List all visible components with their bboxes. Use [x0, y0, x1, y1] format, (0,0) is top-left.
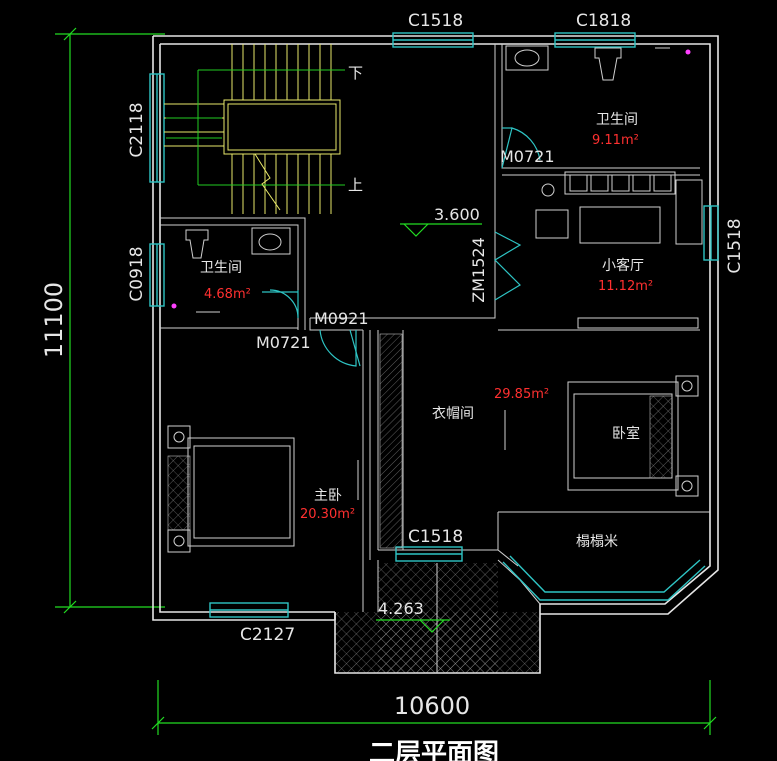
dimension-height: [55, 27, 165, 614]
door-bath-right: [501, 127, 541, 169]
room-master-area: 20.30m²: [300, 507, 355, 522]
room-bath-top-name: 卫生间: [596, 112, 638, 128]
window-right: [703, 205, 719, 261]
room-living-name: 小客厅: [602, 257, 644, 274]
bedroom-furniture: [567, 375, 699, 497]
window-label-bottom-mid: C1518: [408, 527, 463, 547]
sofa-cushion: [632, 174, 651, 192]
window-top-mid: [392, 32, 474, 48]
window-left-lower: [149, 243, 165, 307]
door-sliding: [494, 231, 522, 301]
stairs-down-label: 下: [348, 64, 363, 82]
window-label-bottom-left: C2127: [240, 625, 295, 645]
room-bedroom-name: 卧室: [612, 425, 640, 442]
window-label-top-mid: C1518: [408, 11, 463, 31]
terrace: [334, 563, 541, 674]
stairs: [164, 44, 345, 214]
window-bottom-mid: [395, 546, 463, 562]
master-bed: [167, 425, 295, 553]
dimension-width: [151, 680, 717, 735]
level-main-label: 3.600: [434, 205, 480, 224]
window-bottom-left: [209, 602, 289, 618]
room-master-name: 主卧: [314, 488, 342, 504]
dimension-width-label: 10600: [394, 692, 470, 720]
stairs-up-label: 上: [348, 176, 363, 194]
level-terrace-label: 4.263: [378, 599, 424, 618]
sofa-cushion: [569, 174, 588, 192]
door-label-sliding: ZM1524: [469, 237, 488, 302]
window-label-left-lower: C0918: [127, 246, 147, 301]
room-closet-name: 衣帽间: [432, 406, 474, 422]
door-label-master: M0721: [256, 333, 311, 352]
door-label-bath-left: M0921: [314, 309, 369, 328]
door-label-bath-right: M0721: [500, 147, 555, 166]
dimension-height-label: 11100: [40, 282, 68, 358]
room-bath-left-name: 卫生间: [200, 260, 242, 276]
window-bay: [502, 555, 706, 601]
room-tatami-name: 榻榻米: [576, 534, 618, 550]
sofa-cushion: [653, 174, 672, 192]
room-bath-left-area: 4.68m²: [204, 287, 251, 302]
bathroom-fixtures: [171, 45, 691, 313]
window-label-left-upper: C2118: [127, 102, 147, 157]
drawing-title: 二层平面图: [369, 739, 499, 761]
window-left-upper: [149, 73, 165, 183]
level-mark-terrace: [376, 619, 450, 633]
sofa-cushion: [590, 174, 609, 192]
room-living-area: 11.12m²: [598, 279, 653, 294]
level-mark-main: [400, 223, 482, 237]
room-closet-area: 29.85m²: [494, 387, 549, 402]
sofa-cushion: [611, 174, 630, 192]
window-top-right: [554, 32, 636, 48]
window-label-right: C1518: [725, 218, 745, 273]
closet-furniture: [357, 333, 506, 549]
outer-walls: [152, 35, 719, 621]
door-master: [319, 329, 361, 367]
window-label-top-right: C1818: [576, 11, 631, 31]
door-bath-left: [262, 289, 299, 319]
room-bath-top-area: 9.11m²: [592, 133, 639, 148]
living-furniture: [535, 171, 703, 329]
